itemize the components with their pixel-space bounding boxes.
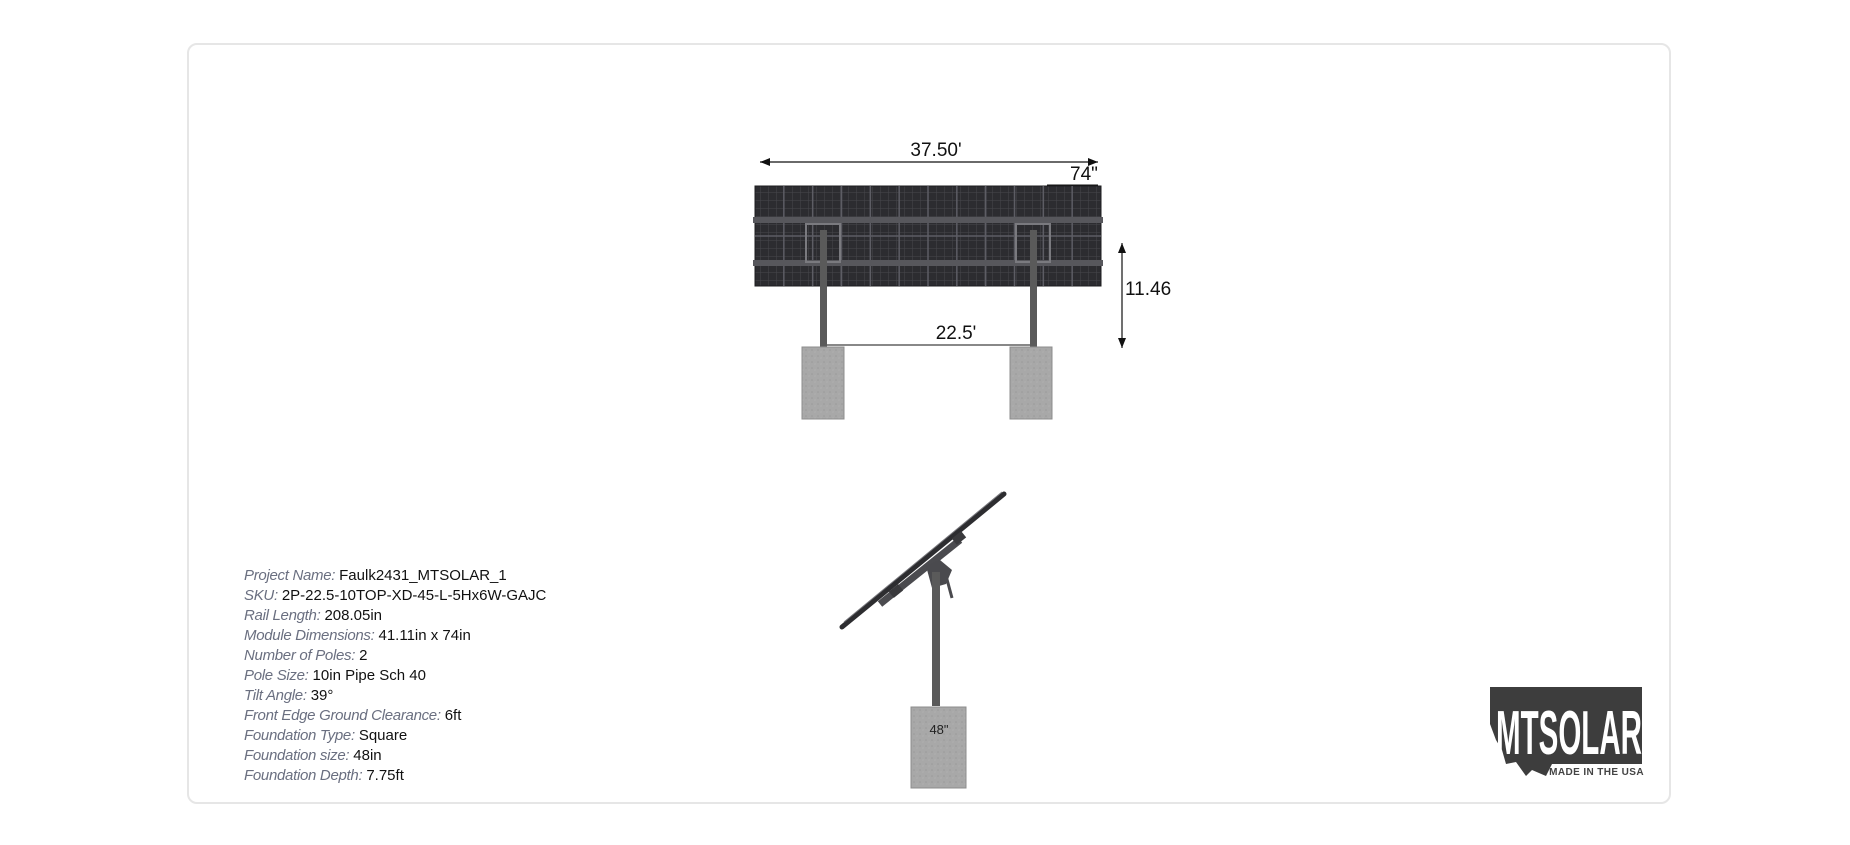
clamp-lower (888, 584, 904, 598)
spec-row: SKU:2P-22.5-10TOP-XD-45-L-5Hx6W-GAJC (244, 586, 546, 606)
arrow-right-icon (1088, 158, 1098, 166)
spec-label: Foundation Depth: (244, 767, 363, 784)
spec-row: Pole Size:10in Pipe Sch 40 (244, 666, 546, 686)
spec-label: SKU: (244, 587, 278, 604)
tilted-panel (839, 491, 1007, 630)
spec-label: Pole Size: (244, 667, 309, 684)
spec-label: Tilt Angle: (244, 687, 307, 704)
spec-row: Foundation size:48in (244, 746, 546, 766)
support-brace (943, 571, 954, 599)
drawing-card (187, 43, 1671, 804)
spec-row: Front Edge Ground Clearance:6ft (244, 706, 546, 726)
spec-value: 2 (359, 647, 368, 664)
spec-value: 10in Pipe Sch 40 (312, 667, 426, 684)
spec-value: 7.75ft (366, 767, 404, 784)
left-pole (820, 230, 827, 348)
spec-value: 2P-22.5-10TOP-XD-45-L-5Hx6W-GAJC (281, 587, 547, 604)
spec-label: Module Dimensions: (244, 627, 375, 644)
lower-rail (753, 260, 1103, 266)
upper-rail (753, 217, 1103, 223)
spec-value: 6ft (444, 707, 462, 724)
clamp-upper (951, 531, 967, 545)
spec-value: 39° (310, 687, 334, 704)
spec-row: Tilt Angle:39° (244, 686, 546, 706)
spec-row: Rail Length:208.05in (244, 606, 546, 626)
montana-logo-icon: MTSOLAR (1490, 687, 1642, 776)
spec-row: Foundation Depth:7.75ft (244, 766, 546, 786)
overall-width-label: 37.50' (910, 140, 961, 161)
arrow-up-icon (1118, 243, 1126, 253)
height-label: 11.46 (1125, 279, 1171, 300)
logo-wordmark: MTSOLAR (1496, 699, 1642, 768)
logo-tagline: MADE IN THE USA (1549, 767, 1644, 778)
spec-label: Number of Poles: (244, 647, 356, 664)
module-length-label: 74" (1070, 164, 1098, 185)
right-pole (1030, 230, 1037, 348)
side-foundation-label: 48" (929, 722, 948, 737)
spec-row: Module Dimensions:41.11in x 74in (244, 626, 546, 646)
spec-label: Project Name: (244, 567, 336, 584)
spec-value: 208.05in (324, 607, 383, 624)
spec-row: Foundation Type:Square (244, 726, 546, 746)
spec-value: 48in (353, 747, 382, 764)
front-view: 37.50' 74" 22.5' 11.46 (753, 140, 1171, 420)
module-dividers (755, 186, 1101, 286)
spec-label: Foundation Type: (244, 727, 355, 744)
spec-label: Rail Length: (244, 607, 321, 624)
spec-value: Faulk2431_MTSOLAR_1 (339, 567, 507, 584)
spec-row: Number of Poles:2 (244, 646, 546, 666)
side-pole (932, 572, 940, 706)
spec-value: 41.11in x 74in (378, 627, 471, 644)
pole-spacing-label: 22.5' (936, 323, 977, 344)
tilted-panel-highlight (843, 491, 1003, 623)
side-view: 48" (839, 491, 1007, 789)
mtsolar-logo: MTSOLAR MADE IN THE USA (1488, 684, 1646, 778)
left-foundation (801, 346, 845, 420)
spec-label: Front Edge Ground Clearance: (244, 707, 441, 724)
arrow-left-icon (760, 158, 770, 166)
spec-label: Foundation size: (244, 747, 350, 764)
spec-row: Project Name:Faulk2431_MTSOLAR_1 (244, 566, 546, 586)
right-foundation (1009, 346, 1053, 420)
arrow-down-icon (1118, 338, 1126, 348)
side-foundation (910, 706, 967, 789)
spec-value: Square (358, 727, 408, 744)
